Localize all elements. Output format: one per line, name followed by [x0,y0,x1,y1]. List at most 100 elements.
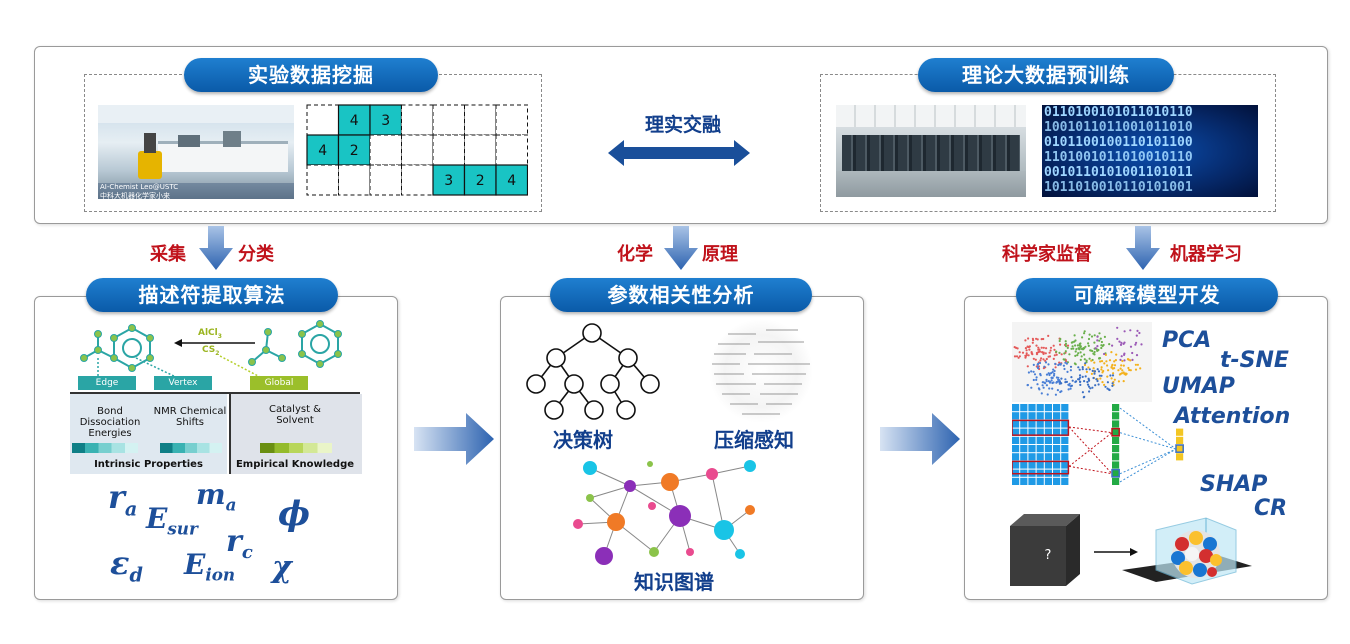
scatter-point [1063,358,1066,361]
lab-caption: AI-Chemist Leo@USTC [100,183,179,191]
reaction-scheme [80,320,342,379]
scatter-point [1094,347,1097,350]
scatter-point [1083,358,1086,361]
scatter-point [1097,370,1101,373]
matrix-cell [1044,412,1052,420]
scatter-point [1017,356,1020,359]
matrix-cell [1053,461,1061,469]
scatter-point [1074,354,1077,357]
scatter-point [1129,329,1132,332]
scatter-point [1100,366,1103,369]
scatter-point [1104,385,1107,388]
scatter-point [1125,372,1128,375]
scatter-background [1012,322,1152,402]
machine-learning-label: 机器学习 [1170,244,1242,265]
scatter-point [1090,372,1093,375]
scatter-point [1093,361,1096,364]
scatter-point [1100,360,1104,363]
matrix-cell [1028,453,1036,461]
scatter-point [1123,341,1126,344]
scatter-point [1048,387,1051,390]
scatter-point [1042,346,1045,349]
scatter-point [1098,374,1101,377]
scatter-point [1074,350,1077,353]
scatter-point [1106,364,1109,367]
scatter-point [1081,375,1084,378]
scatter-point [1090,335,1094,338]
matrix-cell [1053,477,1061,485]
matrix-cell [1012,412,1020,420]
bar-catalyst [260,443,332,453]
scatter-point [1041,351,1044,354]
scatter-point [1037,346,1040,349]
interpretable-panel-title: 可解释模型开发 [1016,278,1278,312]
scatter-point [1117,369,1120,372]
scatter-point [1083,380,1086,383]
scatter-point [1025,349,1028,352]
scatter-point [1054,362,1057,365]
scatter-point [1088,368,1091,371]
matrix-cell [1028,412,1036,420]
scatter-point [1050,379,1053,382]
matrix-cell [1020,477,1028,485]
scatter-point [1083,363,1087,367]
scatter-point [1067,388,1070,391]
scatter-point [1088,333,1091,336]
right-arrow-icon [880,413,960,465]
scatter-point [1044,382,1047,385]
scatter-point [1066,346,1069,349]
scatter-point [1110,366,1113,369]
scatter-point [1085,368,1088,371]
scatter-point [1042,358,1045,361]
grid-number: 2 [476,173,485,189]
matrix-cell [1053,436,1061,444]
scatter-point [1091,349,1094,353]
scatter-point [1070,347,1073,350]
embedding-scatter [1012,322,1152,402]
matrix-cell [1053,428,1061,436]
method-pca: PCA [1162,328,1212,353]
highlight-cell [1111,427,1120,437]
scatter-point [1041,384,1044,387]
scatter-point [1043,365,1046,368]
scatter-point [1074,344,1077,347]
scatter-point [1087,342,1090,345]
symbol-rc: rc [226,524,253,563]
scatter-point [1135,341,1138,344]
scatter-point [1057,380,1060,383]
scatter-point [1030,386,1033,389]
scatter-point [1036,383,1039,386]
scatter-point [1052,381,1055,384]
scatter-point [1053,348,1056,351]
output-cell [1176,428,1184,436]
scatter-point [1073,334,1076,337]
scatter-point [1031,337,1034,340]
scatter-point [1050,376,1053,379]
scatter-point [1102,343,1105,347]
scatter-point [1089,387,1092,390]
compressed-sensing-label: 压缩感知 [714,428,794,452]
scatter-point [1082,396,1085,399]
scatter-point [1055,350,1058,353]
scatter-point [1103,383,1106,386]
scatter-point [1070,376,1073,379]
matrix-cell [1061,420,1069,428]
scatter-point [1072,347,1075,350]
scatter-point [1060,390,1063,393]
scatter-point [1083,347,1086,350]
scatter-point [1084,375,1087,378]
scatter-point [1042,386,1045,389]
scatter-point [1040,357,1043,360]
scatter-point [1013,355,1017,358]
scatter-point [1113,378,1116,381]
scatter-point [1041,381,1044,384]
scatter-point [1024,339,1027,342]
scatter-point [1052,374,1056,377]
scatter-point [1112,372,1115,375]
scatter-point [1098,339,1101,342]
scatter-point [1040,392,1043,395]
attention-link [1119,432,1177,450]
scatter-point [1122,364,1125,367]
scatter-point [1070,384,1073,387]
